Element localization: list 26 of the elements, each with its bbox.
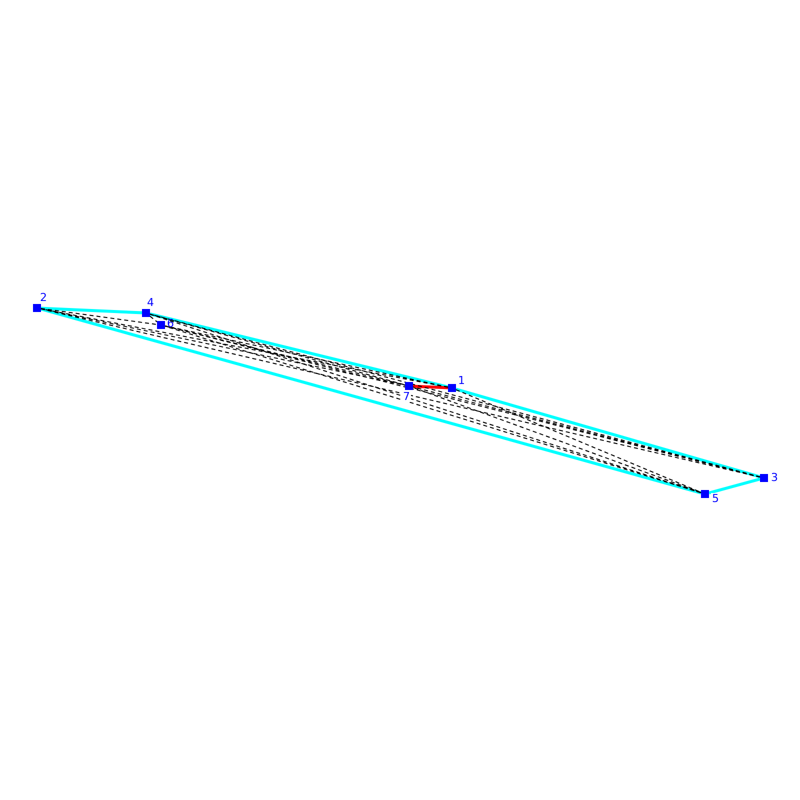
point-number: 4 (146, 297, 155, 308)
dashed-line (40, 308, 760, 478)
point-marker (142, 309, 150, 317)
point-marker (405, 382, 413, 390)
point-marker (157, 321, 165, 329)
point-marker (33, 304, 41, 312)
dashed-line (164, 326, 406, 386)
thick-line (412, 384, 448, 390)
dashed-line (164, 325, 448, 388)
dashed-line (40, 308, 158, 325)
thick-line (150, 312, 448, 388)
dashed-line (150, 316, 158, 322)
point-number: 5 (711, 493, 720, 504)
point-number: 2 (39, 292, 48, 303)
point-number: 7 (402, 391, 411, 402)
dashed-line (412, 387, 702, 493)
point-marker (448, 384, 456, 392)
thick-line (708, 478, 760, 494)
point-number: 1 (457, 375, 466, 386)
point-marker (701, 490, 709, 498)
thick-line (40, 306, 142, 314)
dashed-line (456, 389, 702, 493)
point-marker (760, 474, 768, 482)
point-number: 3 (770, 472, 779, 483)
thick-line (40, 308, 702, 494)
dashed-line (150, 314, 406, 386)
